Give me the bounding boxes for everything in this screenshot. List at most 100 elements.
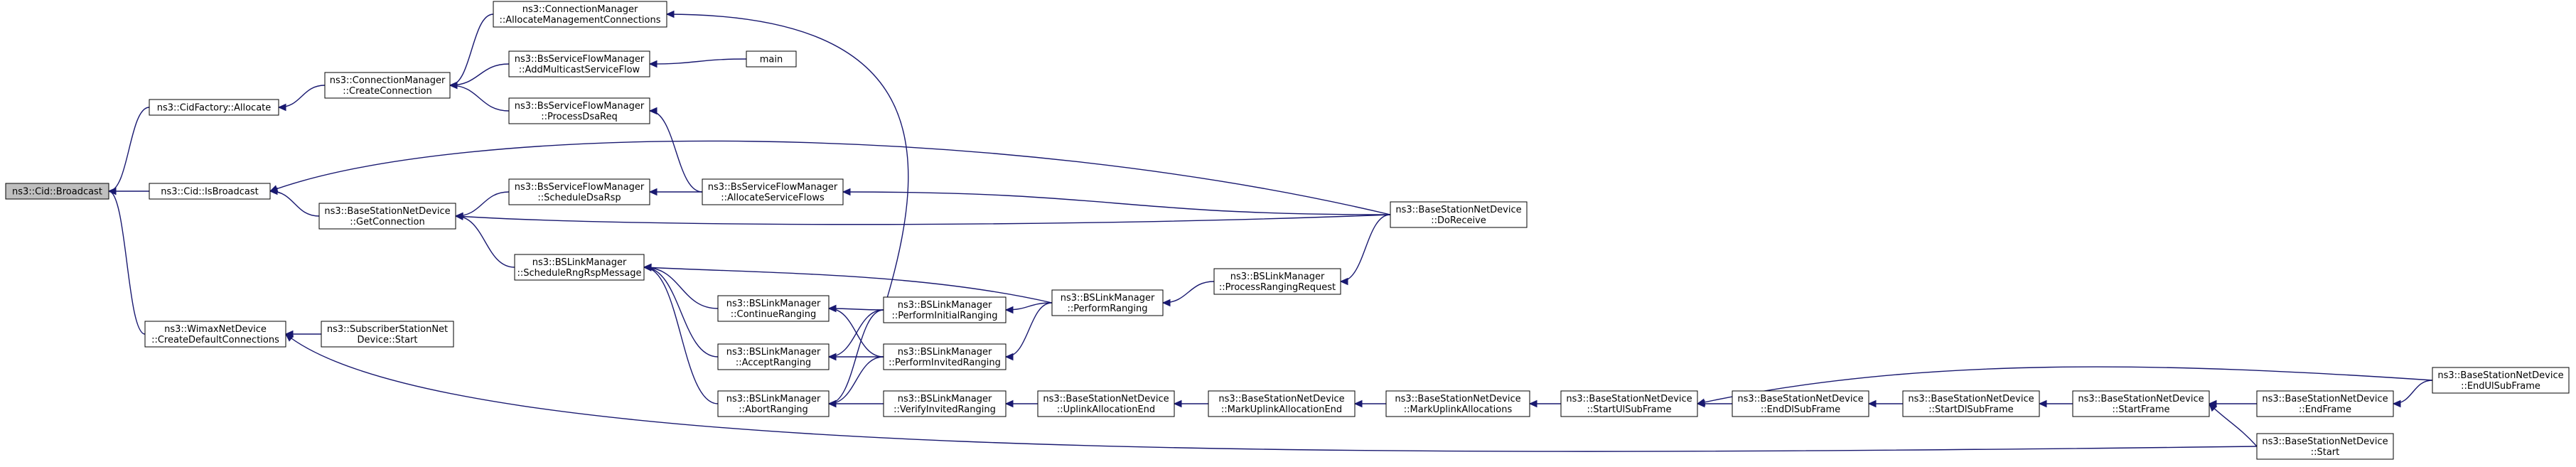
edge-line xyxy=(1340,214,1391,282)
node-label: ::ScheduleRngRspMessage xyxy=(517,268,641,279)
node-label: ::StartFrame xyxy=(2112,404,2169,415)
node-box xyxy=(1208,390,1356,417)
edge-n9-to-n4 xyxy=(449,81,510,112)
node-ns3-bslinkmanager-continueranging[interactable]: ns3::BSLinkManager::ContinueRanging xyxy=(717,295,830,322)
arrowhead xyxy=(827,304,837,313)
edge-n23-to-n21 xyxy=(1173,399,1208,408)
arrowhead xyxy=(1004,353,1014,361)
edge-line xyxy=(643,267,719,358)
node-label: ns3::BaseStationNetDevice xyxy=(2262,394,2388,404)
node-box xyxy=(1037,390,1175,417)
node-box xyxy=(493,1,667,28)
edge-line xyxy=(643,267,719,404)
node-box xyxy=(1732,390,1869,417)
node-label: ::AbortRanging xyxy=(739,404,808,415)
node-label: ns3::BSLinkManager xyxy=(1230,272,1325,282)
arrowhead xyxy=(2392,399,2401,408)
node-ns3-bsserviceflowmanager-scheduledsarsp[interactable]: ns3::BsServiceFlowManager::ScheduleDsaRs… xyxy=(508,178,650,205)
node-ns3-basestationnetdevice-markuplinkallocationend[interactable]: ns3::BaseStationNetDevice::MarkUplinkAll… xyxy=(1208,390,1356,417)
node-ns3-basestationnetdevice-enddlsubframe[interactable]: ns3::BaseStationNetDevice::EndDlSubFrame xyxy=(1732,390,1869,417)
node-label: ns3::BaseStationNetDevice xyxy=(1908,394,2034,404)
arrowhead xyxy=(1161,299,1171,307)
node-box xyxy=(883,343,1007,370)
node-label: ::EndFrame xyxy=(2299,404,2351,415)
node-ns3-bslinkmanager-acceptranging[interactable]: ns3::BSLinkManager::AcceptRanging xyxy=(717,343,830,370)
edge-n29-to-n28 xyxy=(2038,399,2073,408)
node-ns3-basestationnetdevice-endulsubframe[interactable]: ns3::BaseStationNetDevice::EndUlSubFrame xyxy=(2432,367,2570,394)
node-ns3-bslinkmanager-abortranging[interactable]: ns3::BSLinkManager::AbortRanging xyxy=(717,390,830,417)
edge-line xyxy=(842,191,1391,215)
arrowhead xyxy=(827,399,837,408)
edge-line xyxy=(108,190,146,335)
node-ns3-bsserviceflowmanager-allocateserviceflows[interactable]: ns3::BsServiceFlowManager::AllocateServi… xyxy=(702,178,844,205)
node-ns3-basestationnetdevice-doreceive[interactable]: ns3::BaseStationNetDevice::DoReceive xyxy=(1390,201,1528,228)
node-label: ns3::BaseStationNetDevice xyxy=(1395,205,1521,215)
arrowhead xyxy=(285,333,294,342)
node-ns3-bslinkmanager-performranging[interactable]: ns3::BSLinkManager::PerformRanging xyxy=(1051,289,1164,316)
edge-line xyxy=(449,85,510,112)
edge-line xyxy=(449,63,510,86)
node-ns3-bsserviceflowmanager-addmulticastserviceflow[interactable]: ns3::BsServiceFlowManager::AddMulticastS… xyxy=(508,50,650,77)
node-ns3-basestationnetdevice-startulsubframe[interactable]: ns3::BaseStationNetDevice::StartUlSubFra… xyxy=(1560,390,1698,417)
node-ns3-cidfactory-allocate[interactable]: ns3::CidFactory::Allocate xyxy=(149,99,279,116)
node-ns3-basestationnetdevice-getconnection[interactable]: ns3::BaseStationNetDevice::GetConnection xyxy=(318,203,456,230)
node-box xyxy=(149,183,271,200)
node-label: ::MarkUplinkAllocations xyxy=(1404,404,1513,415)
node-box xyxy=(1213,268,1341,295)
node-label: ns3::CidFactory::Allocate xyxy=(157,103,272,114)
edge-n18-to-n16 xyxy=(827,356,884,408)
node-box xyxy=(149,99,279,116)
node-box xyxy=(1560,390,1698,417)
edge-n11-to-n5 xyxy=(454,212,515,268)
node-layer: ns3::Cid::Broadcast ns3::CidFactory::Allo… xyxy=(5,1,2570,460)
node-label: Device::Start xyxy=(358,335,418,345)
arrowhead xyxy=(1528,399,1537,408)
node-ns3-basestationnetdevice-markuplinkallocations[interactable]: ns3::BaseStationNetDevice::MarkUplinkAll… xyxy=(1385,390,1530,417)
node-ns3-bslinkmanager-performinvitedranging[interactable]: ns3::BSLinkManager::PerformInvitedRangin… xyxy=(883,343,1007,370)
node-ns3-bsserviceflowmanager-processdsareq[interactable]: ns3::BsServiceFlowManager::ProcessDsaReq xyxy=(508,97,650,124)
node-ns3-basestationnetdevice-uplinkallocationend[interactable]: ns3::BaseStationNetDevice::UplinkAllocat… xyxy=(1037,390,1175,417)
node-label: ns3::BaseStationNetDevice xyxy=(2262,436,2388,447)
node-label: ns3::BSLinkManager xyxy=(898,300,992,311)
node-ns3-basestationnetdevice-startframe[interactable]: ns3::BaseStationNetDevice::StartFrame xyxy=(2072,390,2210,417)
edge-n3-to-n0 xyxy=(107,187,146,335)
arrowhead xyxy=(107,187,117,195)
node-main[interactable]: main xyxy=(746,50,797,68)
node-ns3-connectionmanager-allocatemanagementconnections[interactable]: ns3::ConnectionManager::AllocateManageme… xyxy=(493,1,667,28)
edge-n17-to-n7 xyxy=(665,10,909,311)
node-ns3-basestationnetdevice-startdlsubframe[interactable]: ns3::BaseStationNetDevice::StartDlSubFra… xyxy=(1902,390,2040,417)
node-label: ::AllocateManagementConnections xyxy=(499,15,660,26)
edge-line xyxy=(455,191,510,217)
node-ns3-basestationnetdevice-endframe[interactable]: ns3::BaseStationNetDevice::EndFrame xyxy=(2256,390,2394,417)
node-box xyxy=(717,343,830,370)
edge-n24-to-n5 xyxy=(454,213,1391,225)
node-box xyxy=(321,321,454,348)
node-ns3-bslinkmanager-schedulerngrspmessage[interactable]: ns3::BSLinkManager::ScheduleRngRspMessag… xyxy=(514,254,645,281)
node-box xyxy=(2432,367,2570,394)
node-box xyxy=(717,390,830,417)
node-ns3-cid-isbroadcast[interactable]: ns3::Cid::IsBroadcast xyxy=(149,183,271,200)
node-box xyxy=(2256,433,2394,460)
node-ns3-cid-broadcast[interactable]: ns3::Cid::Broadcast xyxy=(5,183,109,200)
arrowhead xyxy=(454,212,463,220)
node-label: ns3::BaseStationNetDevice xyxy=(1737,394,1863,404)
node-ns3-connectionmanager-createconnection[interactable]: ns3::ConnectionManager::CreateConnection xyxy=(324,72,451,99)
edge-line xyxy=(455,214,1391,225)
arrowhead xyxy=(1353,399,1363,408)
node-box xyxy=(1390,201,1528,228)
node-label: ns3::BSLinkManager xyxy=(532,257,627,268)
node-label: ns3::ConnectionManager xyxy=(330,75,446,86)
edge-line xyxy=(2393,380,2433,404)
node-ns3-bslinkmanager-verifyinvitedranging[interactable]: ns3::BSLinkManager::VerifyInvitedRanging xyxy=(883,390,1007,417)
node-ns3-basestationnetdevice-start[interactable]: ns3::BaseStationNetDevice::Start xyxy=(2256,433,2394,460)
node-ns3-bslinkmanager-processrangingrequest[interactable]: ns3::BSLinkManager::ProcessRangingReques… xyxy=(1213,268,1341,295)
node-ns3-wimaxnetdevice-createdefaultconnections[interactable]: ns3::WimaxNetDevice::CreateDefaultConnec… xyxy=(144,321,286,348)
node-label: ::CreateConnection xyxy=(343,86,432,97)
node-ns3-bslinkmanager-performinitialranging[interactable]: ns3::BSLinkManager::PerformInitialRangin… xyxy=(883,296,1007,323)
edge-n28-to-n27 xyxy=(1867,399,1903,408)
node-label: ::UplinkAllocationEnd xyxy=(1057,404,1155,415)
arrowhead xyxy=(665,10,675,18)
edge-n17-to-n15 xyxy=(827,309,884,361)
edge-n8-to-n4 xyxy=(449,63,510,90)
